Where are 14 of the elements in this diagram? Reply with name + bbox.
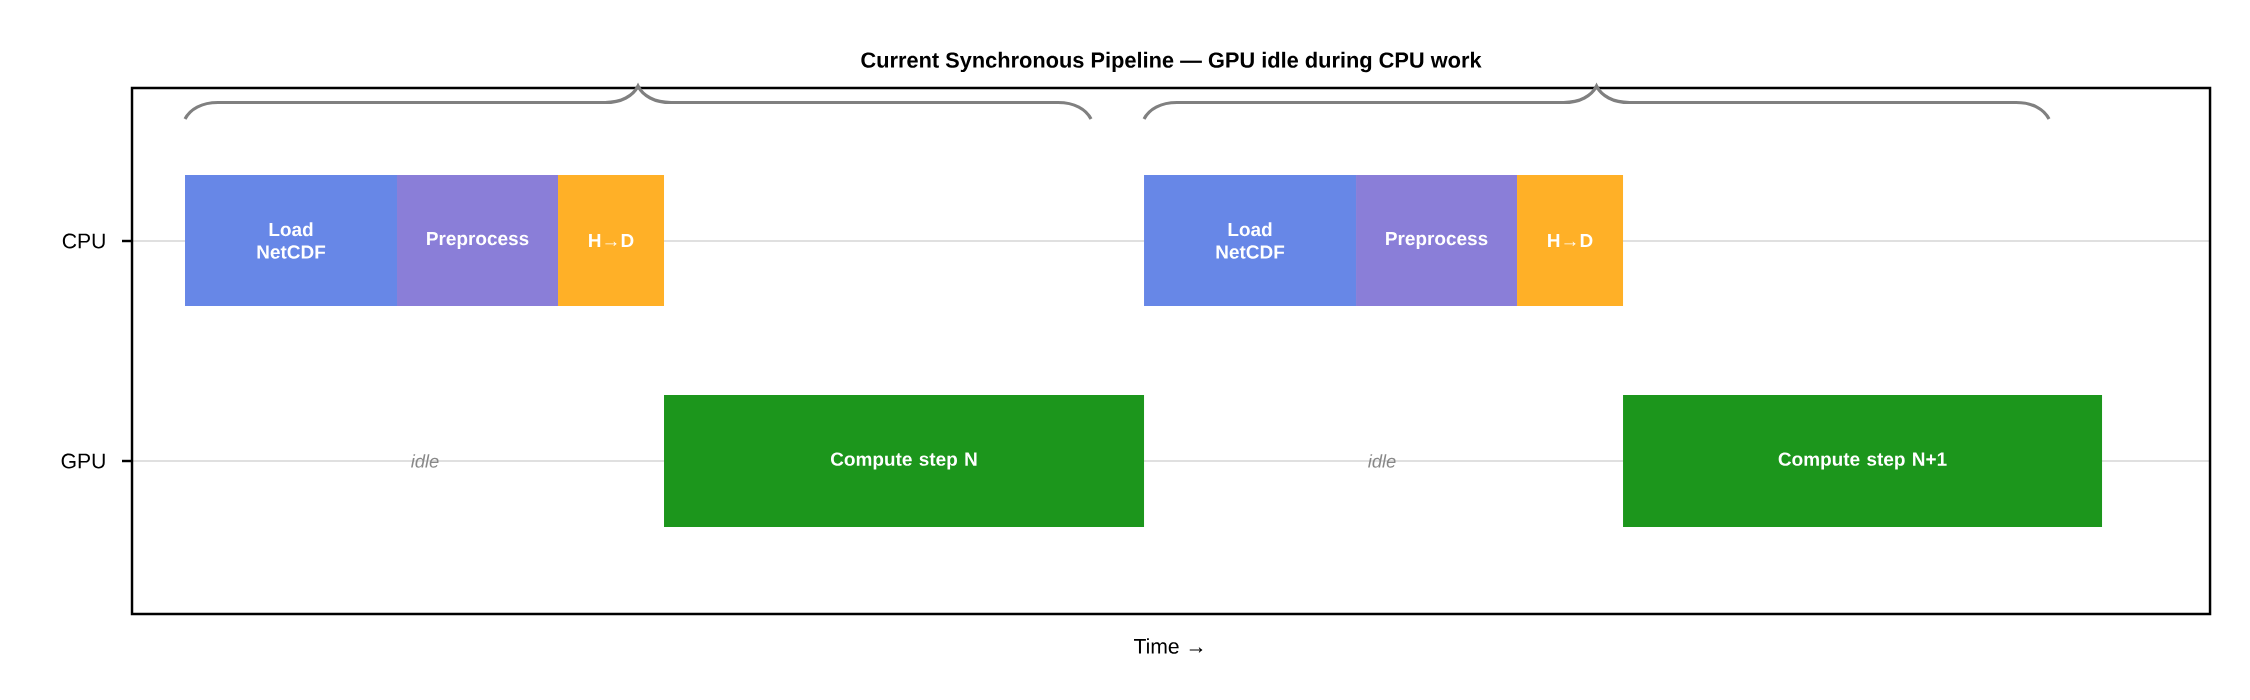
task-bar: Compute step N+1: [1623, 395, 2103, 527]
idle-label: idle: [411, 454, 439, 468]
idle-label: idle: [1368, 454, 1396, 468]
task-bar: Preprocess: [1356, 175, 1517, 306]
task-bar: Compute step N: [664, 395, 1145, 527]
chart-title: Current Synchronous Pipeline — GPU idle during CPU work: [861, 51, 1482, 73]
task-bar: H→D: [558, 175, 664, 306]
axis-label: GPU: [61, 453, 105, 469]
axis-title: Time →: [1134, 638, 1203, 654]
task-bar: Load NetCDF: [1144, 175, 1357, 306]
axis-label: CPU: [62, 233, 105, 249]
task-bar: Preprocess: [397, 175, 558, 306]
task-bar: H→D: [1517, 175, 1624, 306]
task-bar: Load NetCDF: [185, 175, 397, 306]
